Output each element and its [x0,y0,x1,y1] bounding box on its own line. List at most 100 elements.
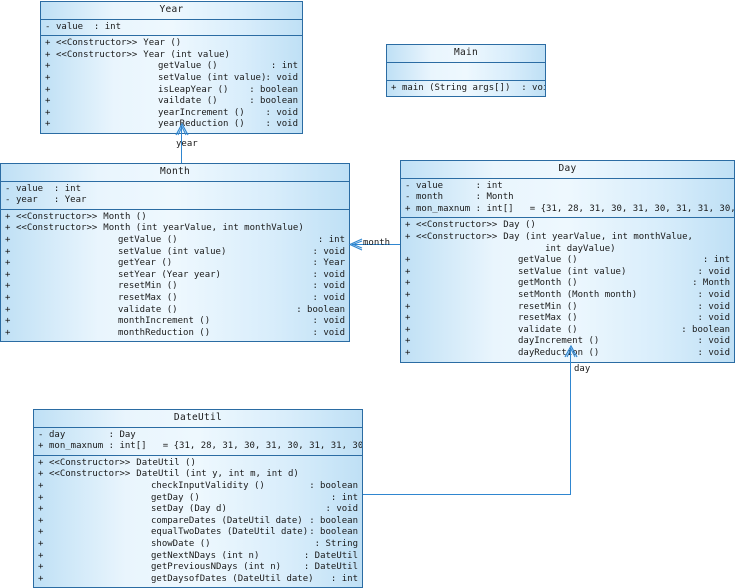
member-signature: value : int [416,180,503,191]
visibility-marker: + [405,336,411,347]
method-row: + <<Constructor>> Day (int yearValue, in… [401,232,734,244]
association-line-day-month [352,244,400,245]
method-row: + <<Constructor>> DateUtil () [34,458,362,470]
return-type: : void [312,281,345,292]
method-row: + isLeapYear () : boolean [41,85,302,97]
member-signature: value : int [16,183,82,194]
visibility-marker: - [45,21,51,32]
class-attributes-year: - value : int [41,20,302,37]
association-line-dateutil-day-vertical [570,348,571,495]
method-row: + validate () : boolean [1,305,349,317]
stereotype-label [56,108,152,120]
method-row: + setValue (int value) : void [401,267,734,279]
method-row: + monthReduction () : void [1,328,349,340]
member-signature: Day () [503,220,536,231]
class-box-day[interactable]: Day - value : int - month : Month + mon_… [400,160,735,363]
class-box-month[interactable]: Month - value : int - year : Year + <<Co… [0,163,350,343]
member-signature: getDaysofDates (DateUtil date) [151,573,314,584]
member-signature: setMonth (Month month) [518,289,638,300]
visibility-marker: + [5,304,11,315]
stereotype-label [49,481,145,493]
visibility-marker: - [5,195,11,206]
member-signature: Year () [143,38,182,49]
member-signature: Month (int yearValue, int monthValue) [103,223,304,234]
return-type [345,212,349,224]
member-signature: Month () [103,211,147,222]
class-attributes-day: - value : int - month : Month + mon_maxn… [401,179,734,219]
return-type [298,38,302,50]
return-type: : boolean [249,96,298,107]
return-type: : int [330,573,358,584]
member-signature: getMonth () [518,278,578,289]
class-box-main[interactable]: Main + main (String args[]) : void [386,44,546,98]
attribute-row: - value : int [41,22,302,34]
class-box-dateutil[interactable]: DateUtil - day : Day + mon_maxnum : int[… [33,409,363,588]
method-row: + setMonth (Month month) : void [401,290,734,302]
member-signature: month : Month [416,192,514,203]
stereotype-label [49,493,145,505]
visibility-marker: + [405,255,411,266]
return-type: : boolean [309,527,358,538]
visibility-marker: + [45,119,51,130]
visibility-marker: + [38,492,44,503]
visibility-marker: + [405,278,411,289]
stereotype-label [416,348,512,360]
member-signature: monthIncrement () [118,316,211,327]
arrowhead-dateutil-day [564,344,578,358]
return-type: : int [317,234,345,245]
stereotype-label [16,258,112,270]
member-signature: vaildate () [158,96,218,107]
association-label-day: day [574,364,591,374]
visibility-marker: + [38,550,44,561]
member-signature: setValue (int value) [118,246,227,257]
visibility-marker: + [5,258,11,269]
stereotype-label [16,270,112,282]
class-title-year: Year [41,2,302,20]
method-row: + resetMax () : void [401,313,734,325]
association-line-month-year [181,126,182,163]
class-title-month: Month [1,164,349,182]
member-signature: monthReduction () [118,327,211,338]
member-signature: day : Day [49,429,136,440]
stereotype-label: <<Constructor>> [56,49,138,60]
stereotype-label [16,293,112,305]
visibility-marker: - [405,192,411,203]
visibility-marker: + [45,96,51,107]
member-signature: validate () [518,324,578,335]
stereotype-label: <<Constructor>> [416,220,498,231]
member-signature: resetMin () [518,301,578,312]
member-signature: getYear () [118,258,173,269]
visibility-marker: + [5,269,11,280]
visibility-marker: + [391,82,397,93]
method-row: + dayReduction () : void [401,348,734,360]
visibility-marker: + [5,234,11,245]
return-type: : DateUtil [303,562,358,573]
stereotype-label [16,328,112,340]
visibility-marker: + [5,211,11,222]
member-signature: setYear (Year year) [118,269,221,280]
method-row: + monthIncrement () : void [1,316,349,328]
return-type: : Year [312,258,345,269]
method-row: + compareDates (DateUtil date) : boolean [34,516,362,528]
member-signature: Day (int yearValue, int monthValue, [503,231,693,242]
association-label-year: year [176,139,198,149]
method-row: + yearReduction () : void [41,119,302,131]
return-type: : void [312,269,345,280]
stereotype-label [16,281,112,293]
method-row: + getPreviousNDays (int n) : DateUtil [34,562,362,574]
stereotype-label [49,551,145,563]
method-row: + setValue (int value) : void [1,247,349,259]
class-box-year[interactable]: Year - value : int + <<Constructor>> Yea… [40,1,303,134]
stereotype-label [416,336,512,348]
stereotype-label [49,539,145,551]
visibility-marker: + [405,347,411,358]
member-signature: isLeapYear () [158,84,229,95]
visibility-marker: + [38,515,44,526]
return-type: : void [265,119,298,130]
member-signature: resetMin () [118,281,178,292]
method-row-continuation: int dayValue) [401,244,734,256]
return-type: : void [265,72,298,83]
visibility-marker: + [45,107,51,118]
method-row: + yearIncrement () : void [41,108,302,120]
stereotype-label [16,235,112,247]
